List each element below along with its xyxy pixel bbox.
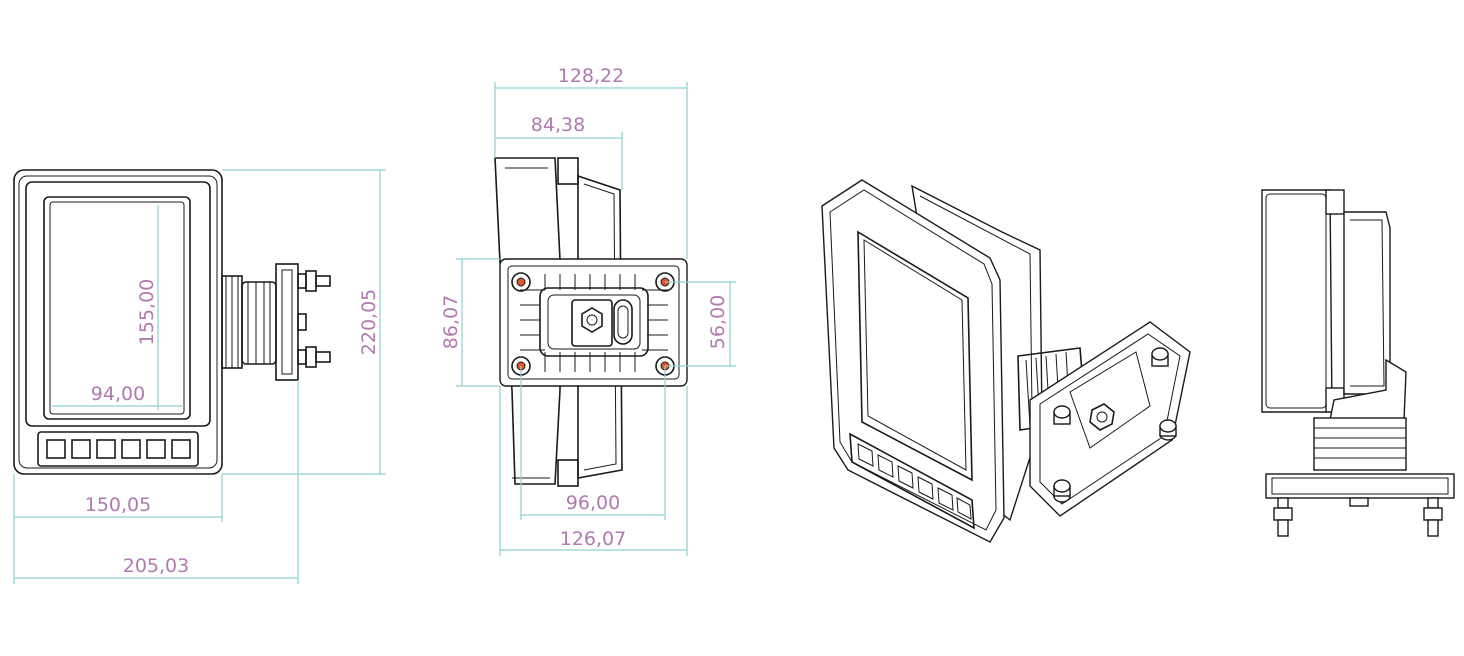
bolt-bottom	[297, 346, 331, 368]
dim-body-width-label: 150,05	[85, 494, 151, 516]
bolt-top	[297, 270, 331, 292]
dim-screen-height: 155,00	[136, 205, 159, 410]
dim-plate-height-label: 86,07	[440, 295, 462, 349]
mounting-plate	[1265, 473, 1455, 537]
bolt-top-right	[1151, 347, 1169, 367]
bolt-left	[1273, 497, 1293, 537]
display-screen	[43, 196, 191, 420]
bolt-right	[1423, 497, 1443, 537]
bolt-bottom-left	[1053, 479, 1071, 503]
dim-plate-width-label: 126,07	[560, 528, 626, 550]
dim-overall-height: 220,05	[222, 169, 386, 475]
bolt-middle	[297, 313, 307, 331]
display-bezel	[821, 179, 1005, 543]
dim-hole-spacing-horizontal-label: 96,00	[566, 492, 620, 514]
button-strip	[849, 432, 975, 530]
mount-bellows	[221, 263, 331, 381]
bolt-top-left	[1053, 405, 1071, 425]
dim-hole-spacing-vertical-label: 56,00	[707, 295, 729, 349]
dim-overall-width-label: 205,03	[123, 555, 189, 577]
dim-hole-spacing-horizontal: 96,00	[520, 366, 666, 520]
dim-body-width: 150,05	[13, 474, 223, 522]
dim-plate-height: 86,07	[440, 258, 500, 387]
display-screen	[857, 230, 973, 482]
dim-overall-width: 205,03	[13, 380, 299, 584]
dim-screen-height-label: 155,00	[136, 279, 158, 345]
front-view: 155,00 94,00 220,05 150,05 205,03	[13, 169, 386, 584]
mounting-hole-tl	[511, 272, 531, 292]
button-strip	[37, 431, 199, 467]
rear-view: 128,22 84,38 86,07 56,00 96,00	[440, 65, 736, 556]
dim-screen-width-label: 94,00	[91, 383, 145, 405]
dim-body-depth: 84,38	[495, 114, 623, 190]
mount-bellows	[1313, 417, 1407, 471]
dim-total-depth-label: 128,22	[558, 65, 624, 87]
dim-plate-width: 126,07	[499, 386, 688, 556]
dim-screen-width: 94,00	[52, 383, 184, 407]
side-view	[1261, 189, 1455, 537]
isometric-view	[821, 179, 1191, 543]
dim-overall-height-label: 220,05	[358, 289, 380, 355]
dim-body-depth-label: 84,38	[531, 114, 585, 136]
bolt-bottom-right	[1159, 419, 1177, 441]
dim-hole-spacing-vertical: 56,00	[665, 281, 736, 367]
mounting-plate	[1029, 321, 1191, 517]
mounting-plate	[499, 258, 688, 387]
dim-total-depth: 128,22	[494, 65, 688, 259]
